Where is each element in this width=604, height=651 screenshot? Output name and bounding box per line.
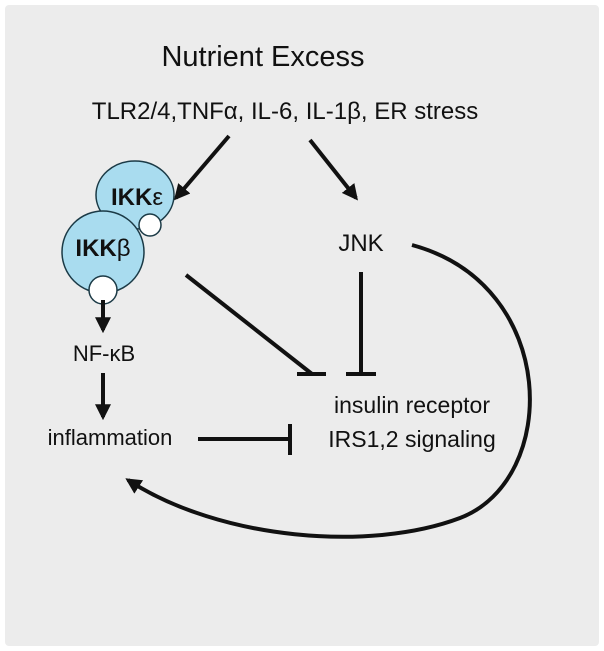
arrow-stimuli-to-jnk — [308, 138, 358, 201]
arrow-jnk-to-inflammation-loop — [125, 243, 532, 539]
insulin-receptor-label: insulin receptor — [334, 392, 490, 418]
ikk-epsilon-main: IKK — [111, 184, 153, 211]
stimuli-label: TLR2/4,TNFα, IL-6, IL-1β, ER stress — [92, 98, 478, 125]
ikk-beta-main: IKK — [75, 235, 117, 262]
arrow-stimuli-to-ikk — [173, 134, 231, 201]
svg-text:IKKε: IKKε — [111, 184, 163, 211]
jnk-label: JNK — [338, 230, 383, 257]
nfkb-label: NF-κB — [73, 341, 135, 366]
ikk-epsilon-icon: IKKε — [95, 160, 175, 237]
ikk-beta-greek: β — [117, 235, 131, 262]
inhibit-ikk-to-insulin-receptor — [184, 273, 314, 376]
irs-signaling-label: IRS1,2 signaling — [328, 426, 496, 452]
ikk-beta-icon: IKKβ — [61, 210, 145, 305]
diagram-title: Nutrient Excess — [161, 41, 364, 73]
svg-text:IKKβ: IKKβ — [75, 235, 130, 262]
ikk-epsilon-greek: ε — [152, 184, 163, 211]
inflammation-label: inflammation — [48, 425, 173, 450]
